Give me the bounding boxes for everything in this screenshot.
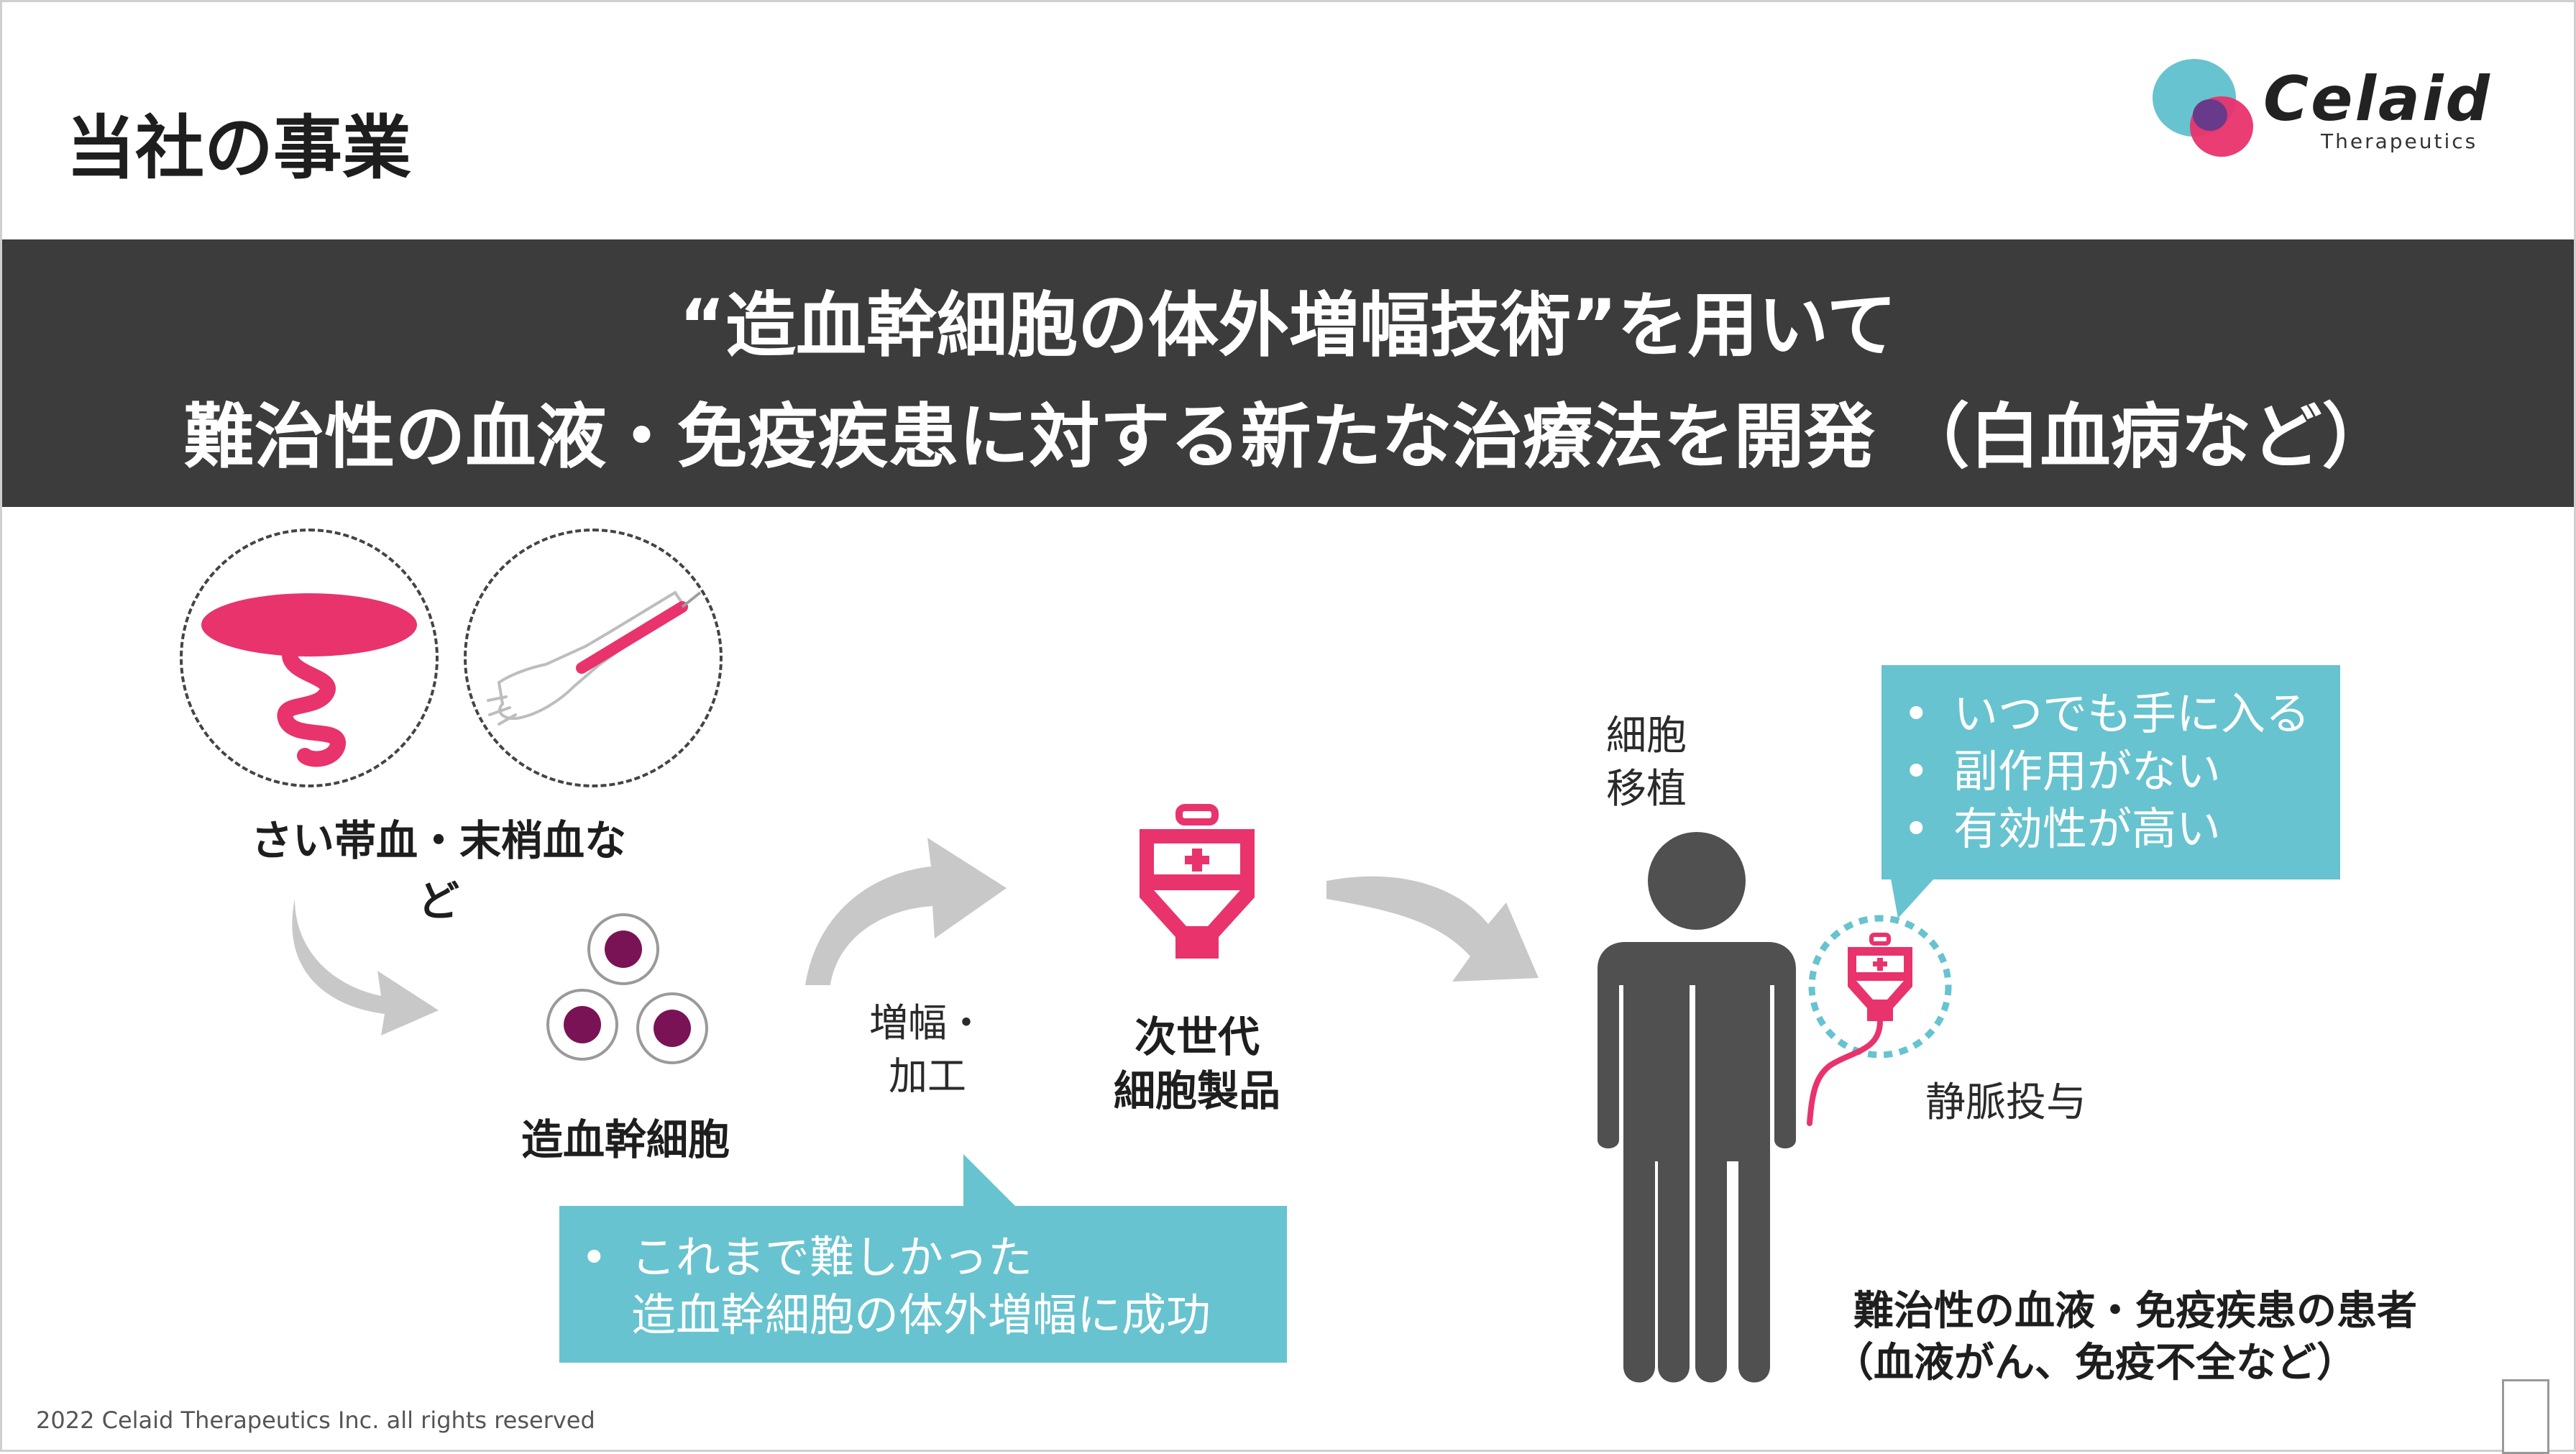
callout-item: いつでも手に入る: [1881, 685, 2340, 743]
page-number-box: [2502, 1379, 2549, 1454]
iv-label: 静脈投与: [1925, 1079, 2086, 1126]
arrow-icon: [292, 899, 439, 1035]
headline-banner: “造血幹細胞の体外増幅技術”を用いて 難治性の血液・免疫疾患に対する新たな治療法…: [2, 239, 2574, 507]
patient-label-1: 難治性の血液・免疫疾患の患者: [1853, 1288, 2417, 1335]
page-title: 当社の事業: [66, 108, 411, 188]
callout-pointer: [963, 1154, 1017, 1208]
blood-bag-icon: [1140, 804, 1255, 959]
callout-item: 副作用がない: [1881, 743, 2340, 800]
arrow-icon: [805, 838, 1007, 985]
stem-cells-icon: [546, 913, 708, 1064]
callout-item: 有効性が高い: [1881, 800, 2340, 858]
process-label-2: 加工: [889, 1053, 966, 1099]
placenta-icon: [201, 593, 417, 767]
benefits-callout: いつでも手に入る 副作用がない 有効性が高い: [1881, 665, 2340, 879]
placenta-circle: [180, 529, 439, 787]
patient-label-2: （血液がん、免疫不全など）: [1833, 1340, 2357, 1386]
process-label-1: 増幅・: [869, 1000, 986, 1046]
company-logo: Celaid Therapeutics: [2150, 56, 2538, 164]
banner-line-1: “造血幹細胞の体外増幅技術”を用いて: [679, 285, 1897, 367]
stem-cell-label: 造血幹細胞: [521, 1115, 730, 1164]
arrow-icon: [1326, 876, 1539, 982]
product-label-2: 細胞製品: [1113, 1066, 1280, 1115]
logo-subtitle: Therapeutics: [2321, 129, 2478, 153]
callout-item: これまで難しかった 造血幹細胞の体外増幅に成功: [559, 1229, 1287, 1344]
transplant-label-1: 細胞: [1606, 713, 1687, 759]
logo-wordmark: Celaid: [2263, 63, 2492, 135]
copyright-footer: 2022 Celaid Therapeutics Inc. all rights…: [36, 1407, 595, 1434]
iv-blood-bag-icon: [1807, 915, 1952, 1126]
source-label: さい帯血・末梢血など: [250, 816, 626, 925]
callout-pointer: [1891, 879, 1934, 918]
product-label-1: 次世代: [1134, 1012, 1260, 1061]
transplant-label-2: 移植: [1606, 766, 1687, 813]
success-callout: これまで難しかった 造血幹細胞の体外増幅に成功: [559, 1206, 1287, 1363]
logo-mark-icon: [2153, 59, 2253, 157]
arm-circle: [464, 529, 723, 787]
person-icon: [1598, 832, 1796, 1383]
banner-line-2: 難治性の血液・免疫疾患に対する新たな治療法を開発 （白血病など）: [183, 396, 2393, 478]
arm-blood-draw-icon: [487, 590, 702, 726]
